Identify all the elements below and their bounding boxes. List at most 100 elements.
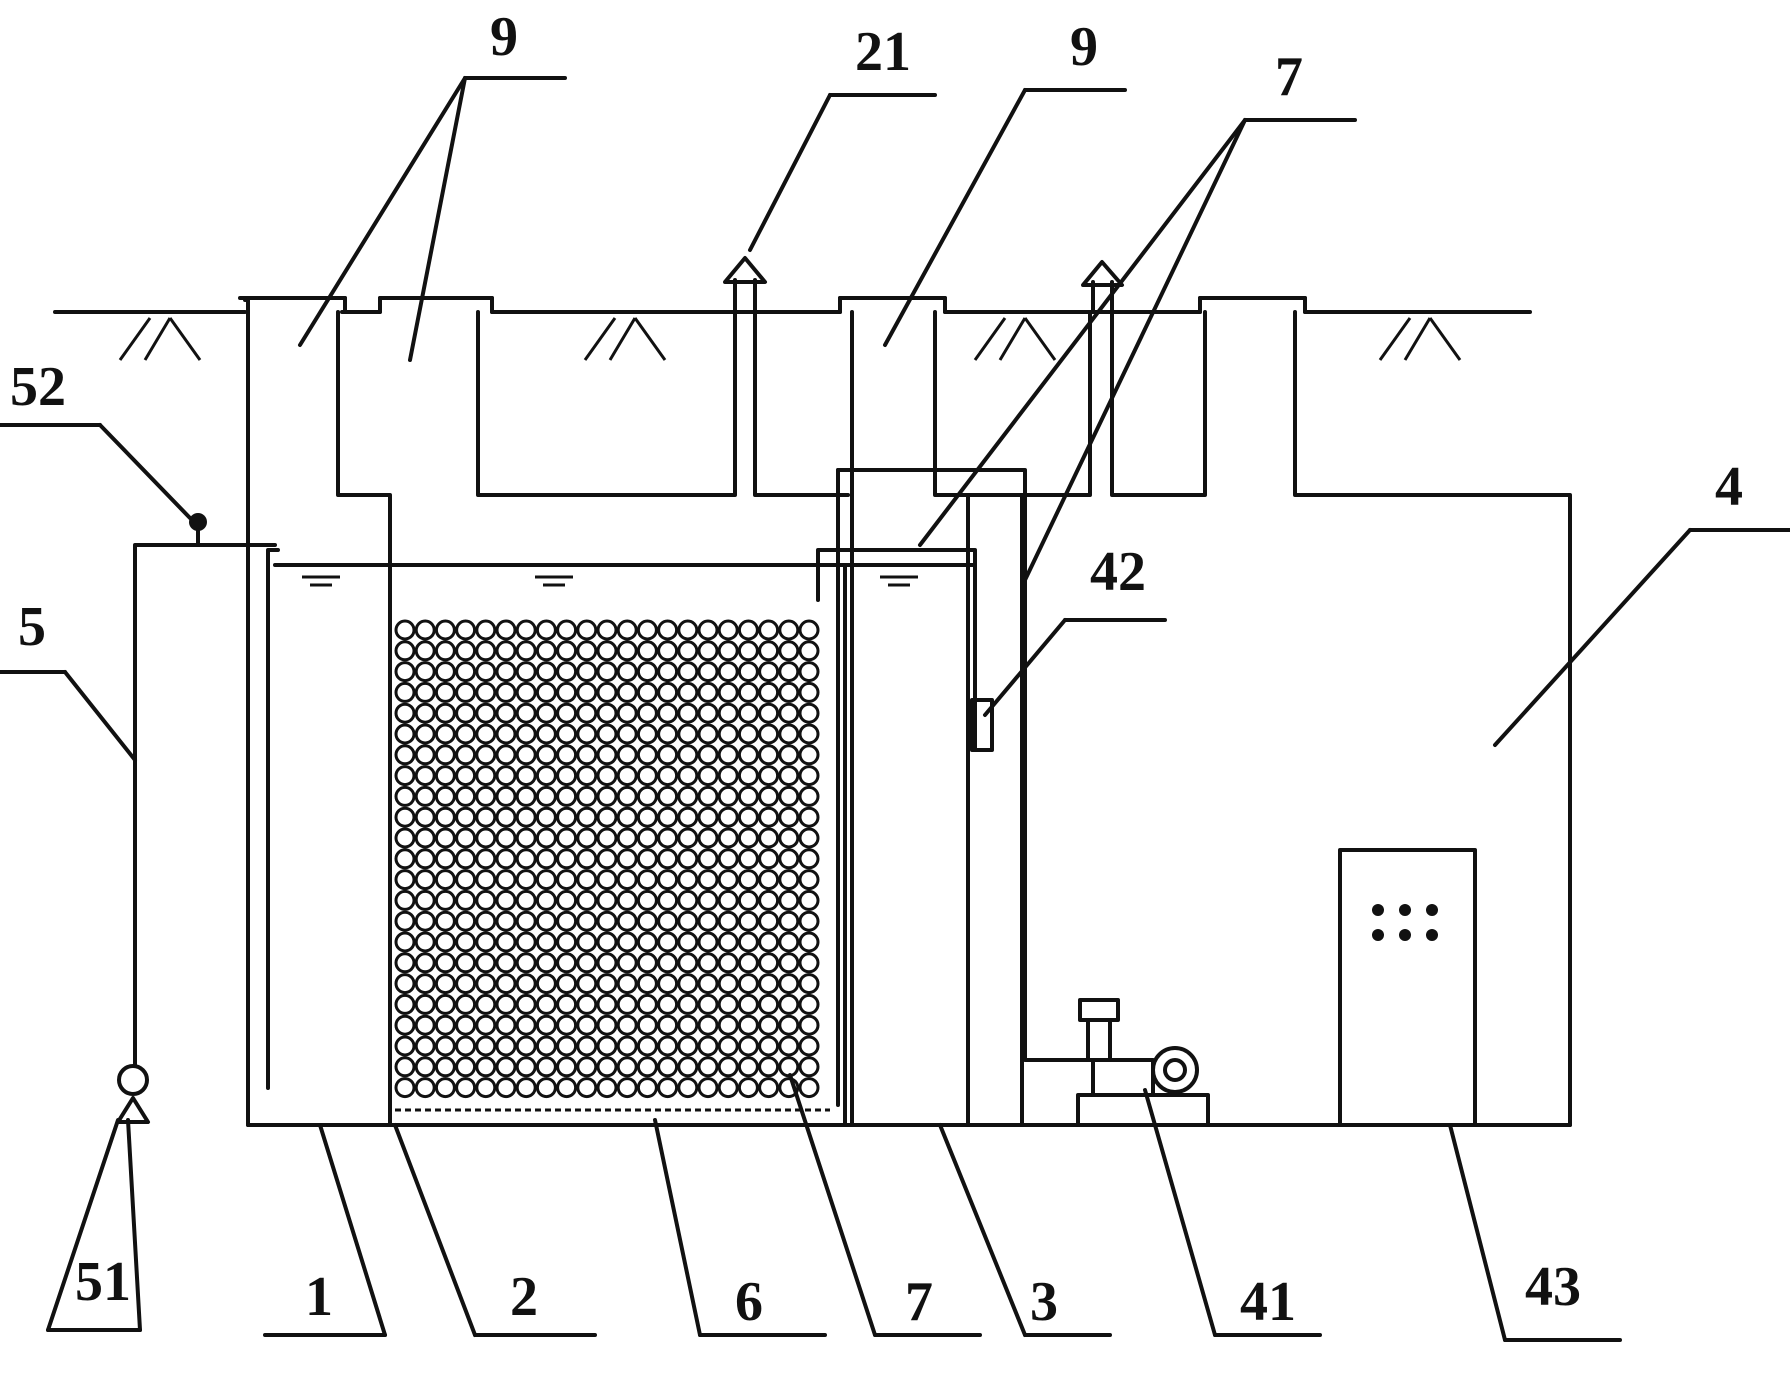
media-ball: [455, 952, 477, 974]
media-ball: [778, 952, 800, 974]
media-ball: [778, 619, 800, 641]
media-ball: [596, 827, 618, 849]
media-ball: [737, 681, 759, 703]
media-ball: [434, 806, 456, 828]
media-ball: [535, 723, 557, 745]
media-ball: [657, 827, 679, 849]
media-ball: [778, 723, 800, 745]
media-ball: [636, 765, 658, 787]
media-ball: [657, 952, 679, 974]
label-1: 1: [305, 1266, 333, 1328]
media-ball: [414, 1056, 436, 1078]
media-ball: [394, 681, 416, 703]
media-ball: [414, 806, 436, 828]
media-ball: [515, 744, 537, 766]
media-ball: [798, 869, 820, 891]
media-ball: [758, 1077, 780, 1099]
media-ball: [616, 910, 638, 932]
media-ball: [657, 785, 679, 807]
media-ball: [556, 619, 578, 641]
media-ball: [677, 869, 699, 891]
media-ball: [778, 931, 800, 953]
media-ball: [434, 785, 456, 807]
media-ball: [758, 1035, 780, 1057]
media-ball: [576, 1014, 598, 1036]
label-21: 21: [855, 21, 911, 83]
media-ball: [596, 806, 618, 828]
media-ball: [434, 640, 456, 662]
media-ball: [394, 889, 416, 911]
media-ball: [798, 910, 820, 932]
media-ball: [535, 993, 557, 1015]
media-ball: [657, 765, 679, 787]
media-ball: [495, 973, 517, 995]
media-ball: [394, 661, 416, 683]
media-ball: [535, 1077, 557, 1099]
media-ball: [717, 661, 739, 683]
media-ball: [475, 785, 497, 807]
media-ball: [798, 640, 820, 662]
media-ball: [616, 785, 638, 807]
media-ball: [737, 889, 759, 911]
media-ball: [556, 869, 578, 891]
media-ball: [616, 723, 638, 745]
media-ball: [475, 931, 497, 953]
media-ball: [636, 827, 658, 849]
media-ball: [455, 744, 477, 766]
media-ball: [434, 973, 456, 995]
media-ball: [717, 993, 739, 1015]
media-ball: [556, 1056, 578, 1078]
media-ball: [515, 889, 537, 911]
media-ball: [394, 869, 416, 891]
media-ball: [495, 681, 517, 703]
callout-labels: 9 21 9 7 52 4 42 5 51 1 2 6 7 3 41 43: [10, 6, 1743, 1333]
media-ball: [616, 993, 638, 1015]
media-ball: [434, 993, 456, 1015]
media-ball: [717, 827, 739, 849]
media-ball: [798, 744, 820, 766]
media-ball: [657, 1014, 679, 1036]
media-ball: [697, 869, 719, 891]
media-ball: [697, 785, 719, 807]
media-ball: [495, 785, 517, 807]
media-ball: [434, 1014, 456, 1036]
media-ball: [697, 931, 719, 953]
media-ball: [455, 661, 477, 683]
media-ball: [636, 806, 658, 828]
media-ball: [717, 723, 739, 745]
media-ball: [394, 973, 416, 995]
media-ball: [778, 744, 800, 766]
media-ball: [657, 744, 679, 766]
media-ball: [758, 1056, 780, 1078]
media-ball: [556, 702, 578, 724]
media-ball: [697, 1056, 719, 1078]
media-ball: [798, 723, 820, 745]
media-ball: [677, 973, 699, 995]
media-ball: [414, 1077, 436, 1099]
media-ball: [535, 640, 557, 662]
media-ball: [434, 1077, 456, 1099]
media-ball: [576, 1035, 598, 1057]
leader-lines: [0, 76, 1790, 1342]
media-ball: [455, 1056, 477, 1078]
media-ball: [778, 640, 800, 662]
media-ball: [636, 744, 658, 766]
media-ball: [737, 744, 759, 766]
media-ball: [515, 785, 537, 807]
media-ball: [515, 702, 537, 724]
media-ball: [677, 889, 699, 911]
media-ball: [515, 765, 537, 787]
media-ball: [414, 827, 436, 849]
media-ball: [717, 785, 739, 807]
media-ball: [717, 973, 739, 995]
media-ball: [778, 702, 800, 724]
media-ball: [616, 827, 638, 849]
label-42: 42: [1090, 541, 1146, 603]
media-ball: [798, 993, 820, 1015]
media-ball: [636, 661, 658, 683]
media-ball: [535, 785, 557, 807]
media-ball: [697, 619, 719, 641]
media-ball: [737, 973, 759, 995]
media-ball: [636, 785, 658, 807]
media-ball: [596, 848, 618, 870]
